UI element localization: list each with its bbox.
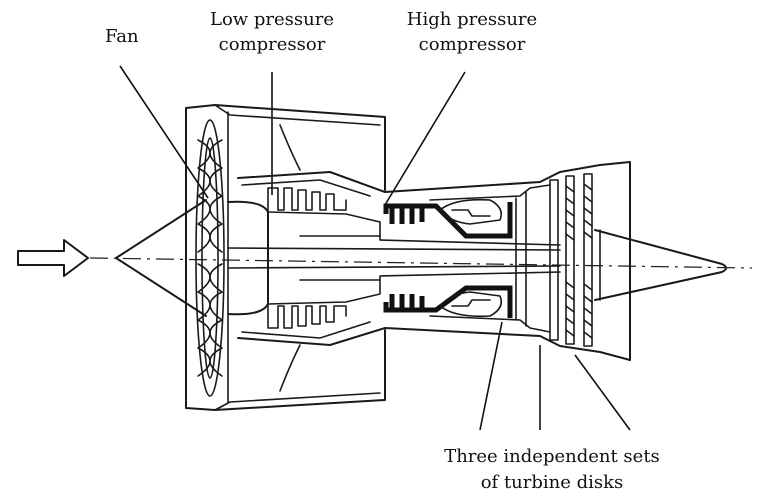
lpc-label-line1: Low pressure <box>210 9 334 30</box>
combustor <box>439 198 503 318</box>
fan-hub <box>227 200 269 316</box>
lpc-blades-upper <box>267 187 347 329</box>
airflow-arrow-icon <box>17 239 89 277</box>
bypass-vanes <box>279 124 301 392</box>
fan-leader-line <box>119 65 209 199</box>
hpc-label-line2: compressor <box>419 34 526 55</box>
fan-blades <box>195 119 225 397</box>
turbine-leader-1 <box>479 321 503 431</box>
lpc-label-line2: compressor <box>219 34 326 55</box>
turbine-label-line1: Three independent sets <box>444 446 660 467</box>
exhaust-cone <box>594 229 727 301</box>
inner-casing <box>429 184 551 333</box>
hpc-leader-line <box>384 71 466 206</box>
center-axis <box>89 257 753 269</box>
hpc-blades <box>383 202 513 318</box>
turbine-leader-3 <box>574 354 631 431</box>
engine-shafts <box>227 211 561 305</box>
turbine-label-line2: of turbine disks <box>481 472 624 493</box>
core-nacelle <box>237 161 631 361</box>
hpc-label-line1: High pressure <box>407 9 537 30</box>
fan-label: Fan <box>105 26 139 47</box>
fan-casing <box>185 104 386 411</box>
turbine-disks <box>549 173 593 347</box>
